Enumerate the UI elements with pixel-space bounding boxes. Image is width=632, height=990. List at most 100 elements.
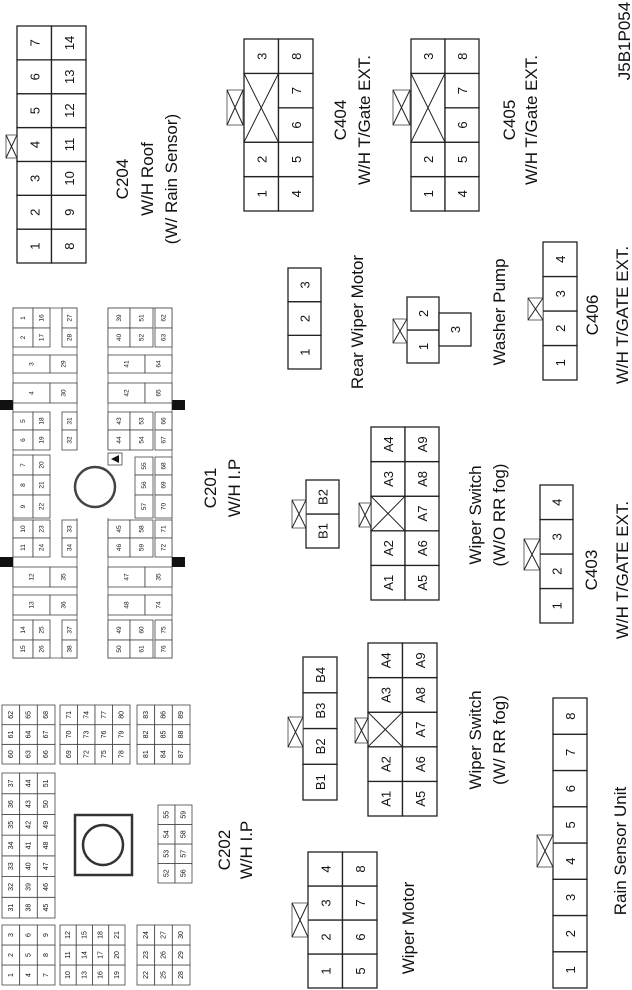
- cross-line: [243, 73, 279, 143]
- pin-number: 6: [353, 933, 368, 940]
- cross-line: [392, 318, 408, 344]
- label-line: C204: [113, 159, 132, 200]
- pin-number: 76: [161, 645, 168, 653]
- pin-cell: [444, 38, 480, 75]
- pin-number: 66: [43, 750, 50, 758]
- pin-number: 63: [26, 750, 33, 758]
- pin-number: 51: [139, 314, 146, 322]
- pin-number: 62: [8, 711, 15, 719]
- pin-number: A7: [413, 722, 428, 738]
- pin-number: 37: [8, 779, 15, 787]
- pin-number: 13: [29, 601, 36, 609]
- pin-number: 30: [61, 389, 68, 397]
- pin-number: 11: [62, 138, 77, 152]
- pin-number: 3: [553, 290, 568, 297]
- pin-number: A4: [381, 436, 396, 452]
- pin-number: 47: [124, 573, 131, 581]
- connector-c202: 1234567891011121314151617181920212223242…: [1, 704, 193, 986]
- pin-number: A7: [415, 506, 430, 522]
- pin-number: 1: [254, 190, 269, 197]
- pin-cell: [542, 241, 578, 278]
- pin-cell: [154, 639, 173, 659]
- pin-number: 20: [39, 461, 46, 469]
- pin-number: 3: [318, 899, 333, 906]
- pin-number: 55: [164, 811, 171, 819]
- pin-number: 59: [181, 811, 188, 819]
- pin-number: 29: [61, 360, 68, 368]
- pin-cell: [154, 327, 173, 348]
- pin-number: 43: [26, 800, 33, 808]
- pin-number: 32: [67, 436, 74, 444]
- pin-number: 35: [61, 573, 68, 581]
- label-line: Wiper Switch: [466, 465, 485, 564]
- pin-number: B4: [313, 667, 328, 683]
- pin-cell: [341, 851, 378, 887]
- pin-number: 1: [27, 242, 42, 249]
- pin-number: 31: [8, 904, 15, 912]
- pin-number: A2: [381, 540, 396, 556]
- pin-number: 5: [27, 107, 42, 114]
- pin-number: 57: [181, 850, 188, 858]
- pin-number: 13: [81, 971, 88, 979]
- pin-cell: [144, 354, 173, 374]
- pin-number: 3: [298, 281, 313, 288]
- pin-number: B2: [316, 489, 331, 505]
- pin-cell: [171, 704, 191, 726]
- pin-number: 8: [455, 53, 470, 60]
- pin-number: 5: [353, 967, 368, 974]
- pin-number: 45: [43, 904, 50, 912]
- pin-number: 60: [139, 626, 146, 634]
- cross-line: [291, 902, 309, 938]
- label-line: Wiper Switch: [466, 690, 485, 789]
- pin-number: 23: [39, 525, 46, 533]
- pin-number: 61: [8, 731, 15, 739]
- cross-line: [5, 134, 18, 159]
- connector-rear-wiper: 123: [287, 267, 322, 370]
- pin-cell: [112, 704, 131, 726]
- pin-number: 18: [39, 417, 46, 425]
- pin-cell: [287, 267, 322, 303]
- label-line: W/H T/Gate EXT.: [522, 55, 541, 185]
- pin-number: 26: [161, 951, 168, 959]
- pin-number: 39: [26, 883, 33, 891]
- label-line: W/H I.P: [237, 821, 256, 880]
- pin-number: 17: [98, 951, 105, 959]
- pin-number: 51: [43, 779, 50, 787]
- pin-number: 45: [116, 525, 123, 533]
- pin-number: 4: [553, 256, 568, 263]
- pin-number: A9: [415, 436, 430, 452]
- pin-cell: [129, 639, 154, 659]
- pin-number: 77: [101, 711, 108, 719]
- pin-number: 3: [8, 933, 15, 937]
- pin-cell: [36, 772, 56, 795]
- pin-cell: [50, 25, 87, 61]
- lock-tab: [172, 557, 185, 567]
- pin-cell: [129, 537, 154, 558]
- cross-line: [527, 297, 544, 321]
- pin-number: 21: [114, 931, 121, 939]
- pin-number: 25: [161, 971, 168, 979]
- pin-number: 89: [178, 711, 185, 719]
- label-wiper-switch-no-rr-fog: Wiper Switch(W/O RR fog): [466, 464, 509, 567]
- pin-cell: [144, 566, 173, 588]
- pin-number: 9: [43, 933, 50, 937]
- pin-number: 25: [39, 626, 46, 634]
- pin-number: 50: [43, 800, 50, 808]
- pin-number: A9: [413, 652, 428, 668]
- pin-number: 8: [43, 953, 50, 957]
- pin-number: 37: [67, 626, 74, 634]
- pin-number: 66: [161, 417, 168, 425]
- pin-number: 33: [67, 525, 74, 533]
- pin-number: 1: [550, 602, 565, 609]
- cross-line: [226, 89, 244, 126]
- pin-number: 71: [66, 711, 73, 719]
- pin-number: A3: [378, 687, 393, 703]
- lock-tab: [0, 400, 13, 410]
- latch-icon: [5, 134, 18, 159]
- label-line: C202: [215, 830, 234, 871]
- pin-number: B1: [313, 774, 328, 790]
